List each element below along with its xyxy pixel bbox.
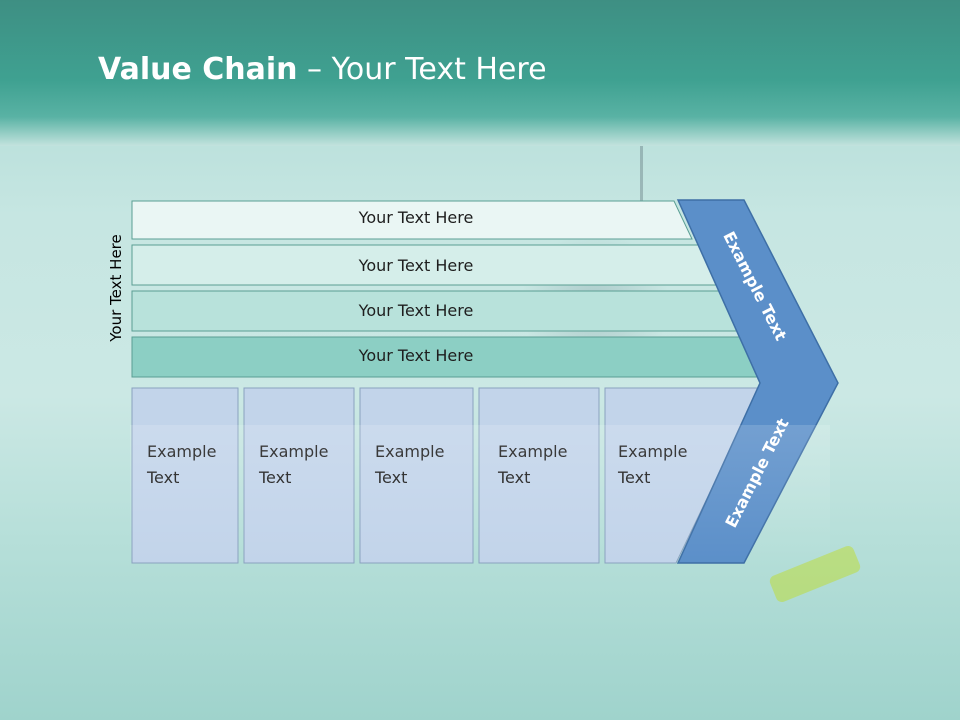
title-bold: Value Chain [98,52,298,87]
title-rest: – Your Text Here [297,52,547,87]
row-bar-1 [131,200,693,240]
activity-box-5 [604,387,761,564]
activity-box-5-line2: Text [618,468,651,487]
background-kite-line [640,146,643,236]
activity-box-2-line1: Example [259,442,329,461]
row-label-1: Your Text Here [358,208,474,227]
activity-box-1-line2: Text [147,468,180,487]
row-label-3: Your Text Here [358,301,474,320]
page-title: Value Chain – Your Text Here [98,52,547,87]
row-label-4: Your Text Here [358,346,474,365]
activity-box-4-label: Example Text [498,439,588,491]
activity-box-5-label: Example Text [618,439,708,491]
header-band [0,0,960,146]
activity-box-2-line2: Text [259,468,292,487]
activity-box-3-line2: Text [375,468,408,487]
activity-box-1-label: Example Text [147,439,237,491]
activity-box-3 [359,387,474,564]
activity-box-4-line2: Text [498,468,531,487]
activity-box-2-label: Example Text [259,439,349,491]
activity-box-4 [478,387,600,564]
activity-box-3-label: Example Text [375,439,465,491]
activity-box-1 [131,387,239,564]
margin-chevron [676,199,839,564]
activity-box-4-line1: Example [498,442,568,461]
row-label-2: Your Text Here [358,256,474,275]
activity-box-2 [243,387,355,564]
activity-box-5-line1: Example [618,442,688,461]
activity-box-3-line1: Example [375,442,445,461]
activity-box-1-line1: Example [147,442,217,461]
